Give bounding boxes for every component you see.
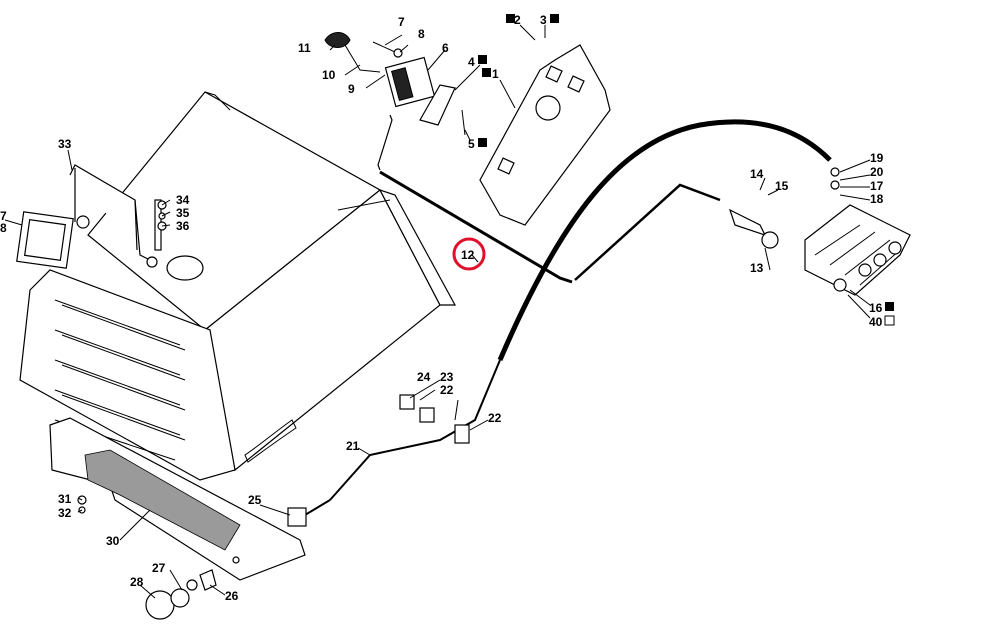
callout-1-mark	[482, 68, 491, 77]
top-components	[324, 32, 611, 226]
callout-7: 7	[398, 15, 405, 29]
callout-9: 9	[348, 82, 355, 96]
callout-35: 35	[176, 206, 190, 220]
callout-10: 10	[322, 68, 336, 82]
callout-22b: 22	[488, 411, 502, 425]
callout-8-left: 8	[0, 221, 7, 235]
callout-3-mark	[550, 14, 559, 23]
callout-5: 5	[468, 137, 475, 151]
callout-7-left: 7	[0, 209, 7, 223]
callout-28: 28	[130, 575, 144, 589]
callout-18: 18	[870, 192, 884, 206]
callout-6: 6	[442, 41, 449, 55]
callout-40-mark	[884, 315, 895, 326]
callout-17: 17	[870, 179, 884, 193]
callout-27: 27	[152, 561, 166, 575]
callout-31: 31	[58, 492, 72, 506]
callout-8: 8	[418, 27, 425, 41]
callout-25: 25	[248, 493, 262, 507]
callout-14: 14	[750, 167, 764, 181]
callout-11: 11	[298, 41, 311, 55]
callout-3: 3	[540, 13, 547, 27]
callout-32: 32	[58, 506, 72, 520]
callout-5-mark	[478, 138, 487, 147]
callout-30: 30	[106, 534, 120, 548]
mesh-screen	[84, 449, 241, 551]
callout-1: 1	[492, 67, 499, 81]
callout-26: 26	[225, 589, 239, 603]
grille-slats	[54, 299, 186, 461]
callout-13: 13	[750, 261, 764, 275]
callout-4-mark	[478, 55, 487, 64]
callout-20: 20	[870, 165, 884, 179]
highlight-ring	[452, 237, 486, 271]
callout-34: 34	[176, 193, 190, 207]
callout-2: 2	[514, 13, 521, 27]
callout-15: 15	[775, 179, 789, 193]
callout-2-mark	[506, 14, 515, 23]
callout-12: 12	[461, 248, 475, 262]
callout-21: 21	[346, 439, 360, 453]
cables	[304, 119, 832, 516]
callout-16: 16	[869, 301, 883, 315]
lower-fittings	[77, 200, 470, 620]
callout-33: 33	[58, 137, 72, 151]
hood-housing	[19, 91, 457, 481]
bottom-panel	[49, 417, 306, 581]
callout-labels: 2 3 1 4 5 6 7 8 9 10 11 12 13 14 15 16 1…	[0, 13, 895, 603]
callout-22a: 22	[440, 383, 454, 397]
callout-40: 40	[869, 315, 883, 329]
leader-lines	[4, 24, 871, 599]
lamp-assembly	[16, 164, 162, 269]
callout-24: 24	[417, 370, 431, 384]
callout-23: 23	[440, 370, 454, 384]
callout-19: 19	[870, 151, 884, 165]
valve-block	[728, 167, 911, 296]
callout-4: 4	[468, 55, 475, 69]
callout-36: 36	[176, 219, 190, 233]
callout-16-mark	[885, 302, 894, 311]
